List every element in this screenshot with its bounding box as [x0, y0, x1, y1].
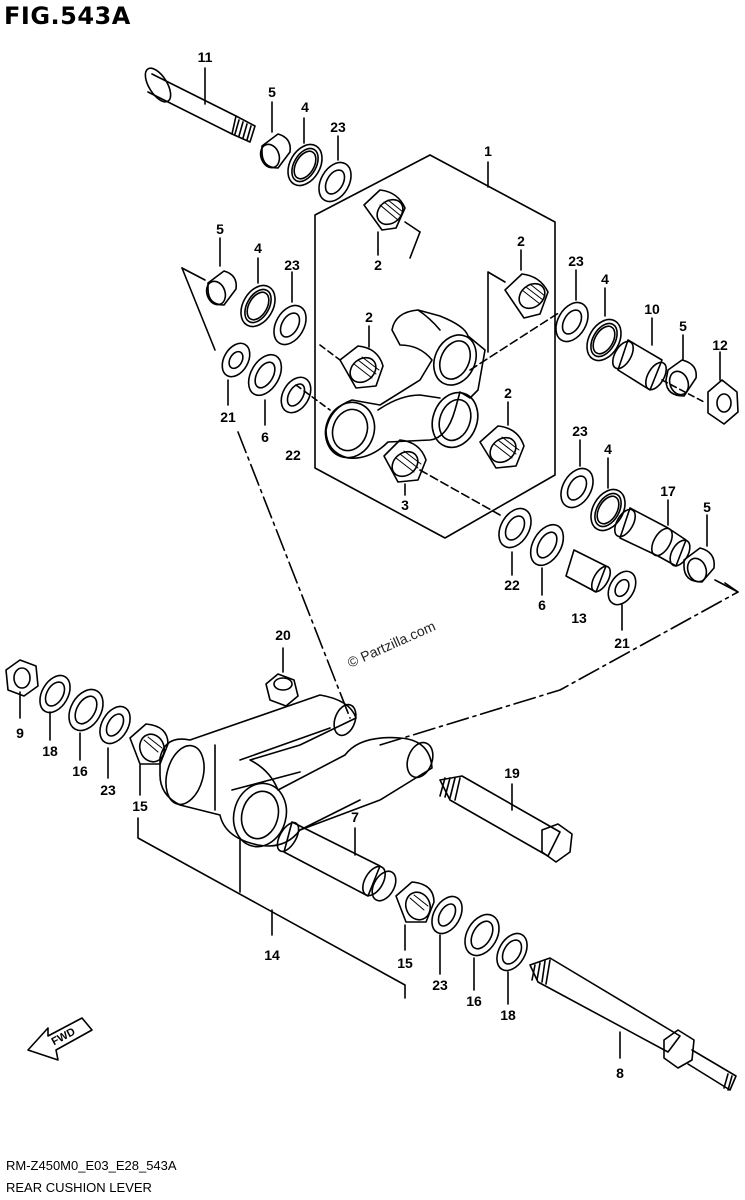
callout-3: 3: [401, 497, 409, 513]
callout-2: 2: [374, 257, 382, 273]
callout-10: 10: [644, 301, 660, 317]
callout-18: 18: [500, 1007, 516, 1023]
callout-21: 21: [614, 635, 630, 651]
dust-seal-top[interactable]: [257, 133, 292, 170]
washer-22-left[interactable]: [275, 372, 317, 418]
washer-right-top[interactable]: [549, 297, 594, 347]
spacer-17[interactable]: [611, 506, 694, 569]
callout-6: 6: [538, 597, 546, 613]
callout-5: 5: [216, 221, 224, 237]
callout-23: 23: [284, 257, 300, 273]
washer-right-mid[interactable]: [554, 463, 599, 513]
oil-seal-right-top[interactable]: [580, 313, 628, 366]
dust-seal-right-mid[interactable]: [683, 547, 716, 584]
collar-21-left[interactable]: [217, 338, 256, 381]
callout-5: 5: [703, 499, 711, 515]
oil-seal-16-left[interactable]: [62, 683, 110, 736]
bearing-2-top[interactable]: [363, 189, 408, 231]
callout-4: 4: [601, 271, 609, 287]
callout-23: 23: [572, 423, 588, 439]
washer-top[interactable]: [312, 157, 357, 207]
callout-17: 17: [660, 483, 676, 499]
nut-9[interactable]: [5, 659, 39, 697]
callout-5: 5: [268, 84, 276, 100]
dust-seal-right-top[interactable]: [665, 359, 698, 397]
callout-19: 19: [504, 765, 520, 781]
washer-left[interactable]: [267, 300, 312, 350]
cushion-lever-body[interactable]: [318, 309, 486, 465]
callout-1: 1: [484, 143, 492, 159]
callout-4: 4: [301, 99, 309, 115]
callout-13: 13: [571, 610, 587, 626]
bearing-2-right[interactable]: [504, 273, 550, 319]
callout-23: 23: [100, 782, 116, 798]
callout-12: 12: [712, 337, 728, 353]
callout-4: 4: [254, 240, 262, 256]
washer-23-lower-right[interactable]: [426, 891, 469, 939]
callout-8: 8: [616, 1065, 624, 1081]
callout-2: 2: [365, 309, 373, 325]
oil-seal-right-mid[interactable]: [584, 483, 632, 536]
diagram-code: RM-Z450M0_E03_E28_543A: [6, 1158, 177, 1173]
bearing-2-left[interactable]: [339, 345, 384, 389]
callout-11: 11: [198, 49, 213, 65]
callout-2: 2: [517, 233, 525, 249]
oil-seal-left[interactable]: [234, 279, 282, 332]
callout-9: 9: [16, 725, 24, 741]
diagram-name: REAR CUSHION LEVER: [6, 1180, 152, 1195]
nut-20[interactable]: [265, 673, 299, 707]
oil-seal-6-right[interactable]: [524, 519, 570, 571]
oil-seal-16-right[interactable]: [458, 908, 506, 961]
bolt-19[interactable]: [439, 775, 573, 863]
shaft-7[interactable]: [273, 819, 401, 905]
callout-23: 23: [330, 119, 346, 135]
callout-23: 23: [568, 253, 584, 269]
dust-seal-18-right[interactable]: [491, 928, 534, 976]
collar-21-right[interactable]: [603, 566, 642, 609]
oil-seal-6-left[interactable]: [242, 349, 288, 401]
callout-20: 20: [275, 627, 291, 643]
callout-16: 16: [72, 763, 88, 779]
figure-title: FIG.543A: [4, 2, 131, 30]
washer-23-lower-left[interactable]: [94, 701, 137, 749]
bearing-15-left[interactable]: [129, 723, 169, 765]
dust-seal-18-left[interactable]: [34, 670, 77, 718]
lever-group-frame: [314, 154, 556, 539]
callout-2: 2: [504, 385, 512, 401]
callout-21: 21: [220, 409, 236, 425]
oil-seal-top[interactable]: [281, 138, 329, 191]
callout-7: 7: [351, 809, 359, 825]
dust-seal-left[interactable]: [203, 270, 238, 307]
callout-18: 18: [42, 743, 58, 759]
callout-15: 15: [397, 955, 413, 971]
bolt-8[interactable]: [529, 957, 737, 1091]
callout-15: 15: [132, 798, 148, 814]
callout-22: 22: [504, 577, 520, 593]
nut-12[interactable]: [707, 379, 739, 425]
callout-23: 23: [432, 977, 448, 993]
callout-6: 6: [261, 429, 269, 445]
washer-22-right[interactable]: [492, 503, 537, 553]
callout-5: 5: [679, 318, 687, 334]
callout-14: 14: [264, 947, 280, 963]
fwd-arrow-icon: [27, 1017, 93, 1061]
sleeve-13[interactable]: [565, 549, 614, 595]
cushion-rod-14[interactable]: [159, 694, 438, 853]
callout-16: 16: [466, 993, 482, 1009]
bearing-15-right[interactable]: [395, 881, 435, 923]
bearing-3[interactable]: [383, 439, 427, 483]
callout-22: 22: [285, 447, 301, 463]
bearing-2-lower[interactable]: [479, 425, 525, 469]
bolt-11[interactable]: [140, 64, 256, 143]
callout-4: 4: [604, 441, 612, 457]
